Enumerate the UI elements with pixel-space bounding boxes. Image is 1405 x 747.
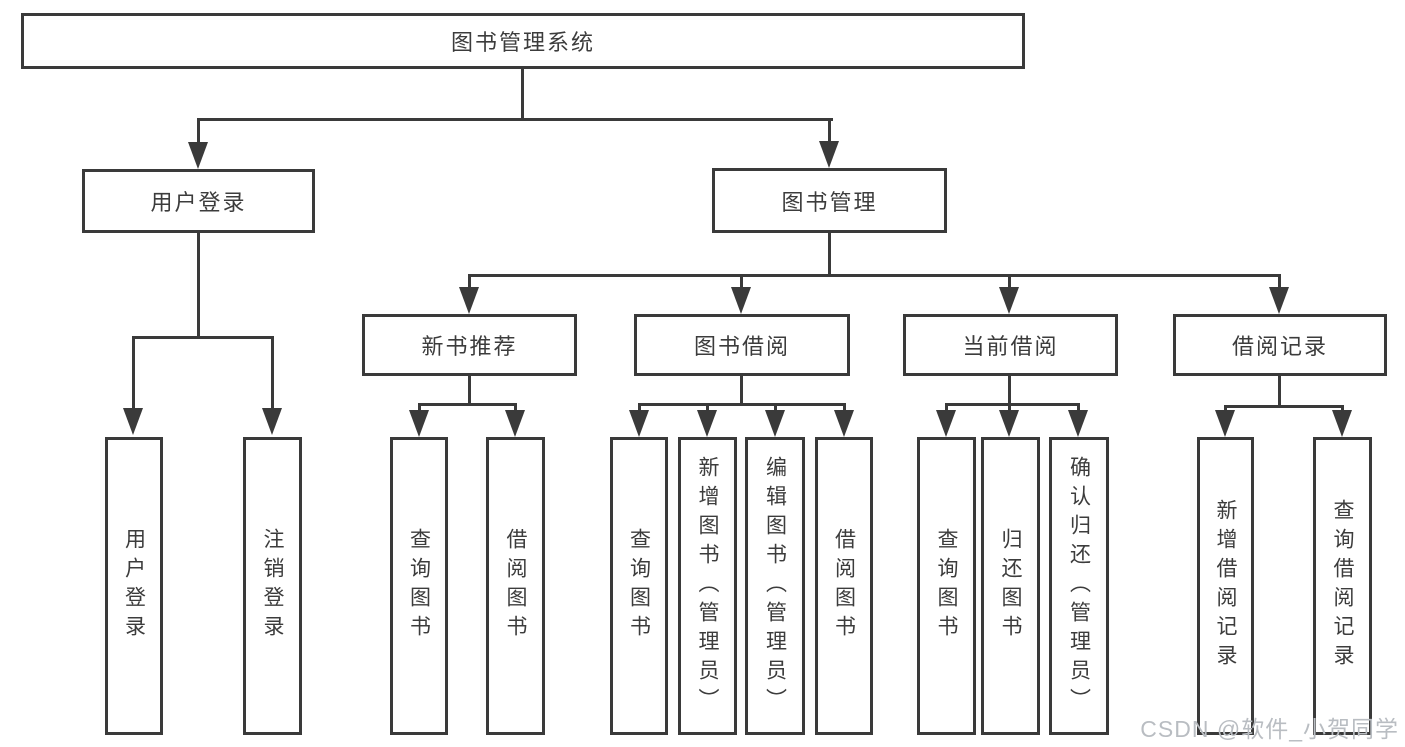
node-label: 图书管理 xyxy=(781,189,878,215)
node-label: 借阅图书 xyxy=(832,528,856,644)
leaf-borrow-books-recommend: 借阅图书 xyxy=(486,437,545,735)
node-current-borrowing: 当前借阅 xyxy=(903,314,1118,376)
node-borrowing-records: 借阅记录 xyxy=(1173,314,1387,376)
node-book-management: 图书管理 xyxy=(712,168,947,233)
node-label: 图书借阅 xyxy=(693,334,790,359)
node-label: 新增借阅记录 xyxy=(1214,499,1237,673)
leaf-add-books-admin: 新增图书（管理员） xyxy=(678,437,737,735)
node-book-borrowing: 图书借阅 xyxy=(634,314,850,376)
node-label: 归还图书 xyxy=(999,528,1022,644)
node-label: 查询图书 xyxy=(627,528,651,644)
leaf-borrow-books: 借阅图书 xyxy=(815,437,873,735)
node-label: 当前借阅 xyxy=(962,334,1059,359)
node-label: 新增图书（管理员） xyxy=(696,455,719,717)
leaf-user-login: 用户登录 xyxy=(105,437,163,735)
node-label: 图书管理系统 xyxy=(450,30,595,55)
node-label: 注销登录 xyxy=(261,528,284,644)
node-label: 编辑图书（管理员） xyxy=(763,455,787,717)
leaf-query-books-current: 查询图书 xyxy=(917,437,976,735)
leaf-query-books-recommend: 查询图书 xyxy=(390,437,448,735)
csdn-watermark: CSDN @软件_小贺同学 xyxy=(1140,716,1399,742)
node-user-login: 用户登录 xyxy=(82,169,315,233)
leaf-query-borrow-record: 查询借阅记录 xyxy=(1313,437,1372,735)
leaf-query-books-borrowing: 查询图书 xyxy=(610,437,668,735)
leaf-confirm-return-admin: 确认归还（管理员） xyxy=(1049,437,1109,735)
node-new-book-recommend: 新书推荐 xyxy=(362,314,577,376)
node-label: 新书推荐 xyxy=(421,334,518,359)
leaf-edit-books-admin: 编辑图书（管理员） xyxy=(745,437,805,735)
leaf-return-books: 归还图书 xyxy=(981,437,1040,735)
node-label: 借阅图书 xyxy=(504,528,527,644)
node-label: 用户登录 xyxy=(150,190,247,215)
node-label: 用户登录 xyxy=(122,528,146,644)
node-label: 查询图书 xyxy=(407,528,431,644)
node-library-management-system: 图书管理系统 xyxy=(21,13,1025,69)
node-label: 借阅记录 xyxy=(1231,334,1328,359)
leaf-logout: 注销登录 xyxy=(243,437,302,735)
node-label: 查询图书 xyxy=(935,528,958,644)
node-label: 确认归还（管理员） xyxy=(1067,455,1091,717)
leaf-add-borrow-record: 新增借阅记录 xyxy=(1197,437,1254,735)
node-label: 查询借阅记录 xyxy=(1331,499,1354,673)
